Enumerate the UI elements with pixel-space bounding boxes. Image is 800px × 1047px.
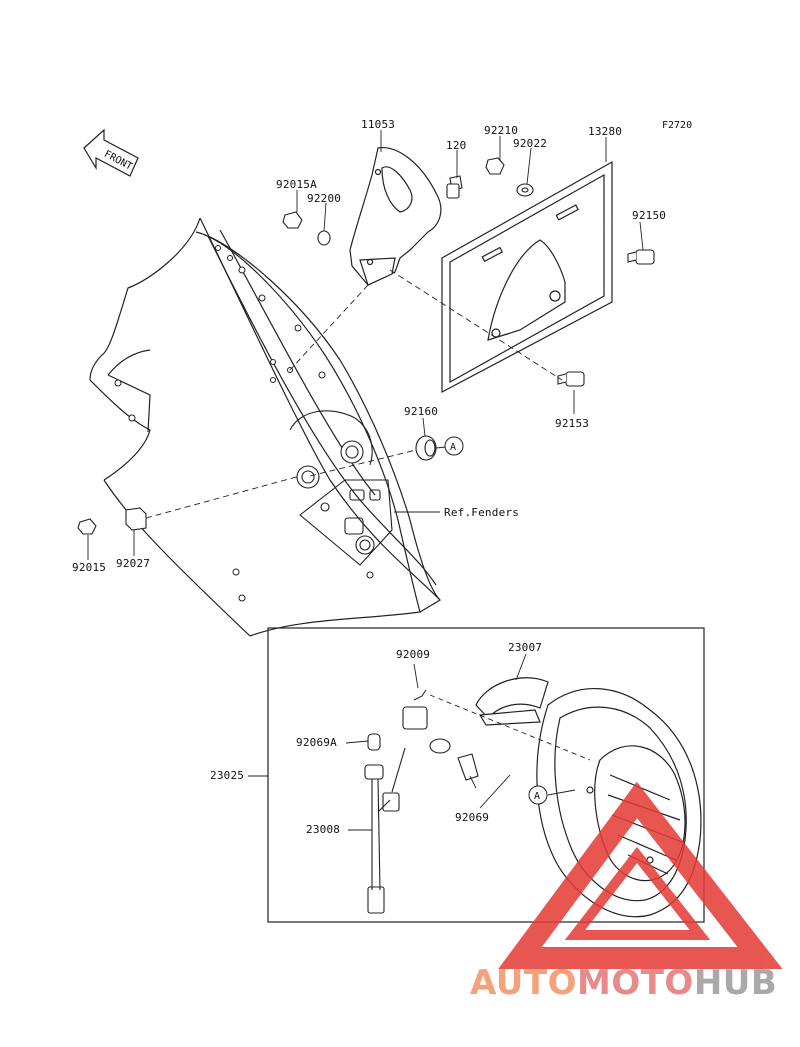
watermark-text-auto: AUTO xyxy=(470,963,577,1003)
leader-lines xyxy=(87,130,644,777)
part-label-23007: 23007 xyxy=(508,641,543,654)
front-arrow-icon: FRONT xyxy=(83,128,139,177)
part-label-92015A: 92015A xyxy=(276,178,317,191)
watermark-text-moto: MOTO xyxy=(576,963,694,1003)
part-label-92200: 92200 xyxy=(307,192,342,205)
part-label-120: 120 xyxy=(446,139,467,152)
fasteners xyxy=(77,157,655,535)
part-label-92210: 92210 xyxy=(484,124,519,137)
bracket-11053 xyxy=(349,147,442,286)
part-label-92009: 92009 xyxy=(396,648,431,661)
part-label-23025: 23025 xyxy=(210,769,245,782)
part-label-92015: 92015 xyxy=(72,561,107,574)
callout-a-top: A xyxy=(444,436,464,456)
figure-id: F2720 xyxy=(662,120,693,131)
part-label-23008: 23008 xyxy=(306,823,341,836)
part-label-92027: 92027 xyxy=(116,557,151,570)
watermark-text-hub: HUB xyxy=(693,963,778,1003)
ref-fenders-label: Ref.Fenders xyxy=(444,506,520,519)
part-label-92150: 92150 xyxy=(632,209,667,222)
part-label-92160: 92160 xyxy=(404,405,439,418)
rear-fender xyxy=(89,217,441,637)
part-label-92022: 92022 xyxy=(513,137,548,150)
part-label-92069: 92069 xyxy=(455,811,490,824)
fender-holes xyxy=(114,245,374,602)
bulb-socket-parts xyxy=(364,689,479,914)
inset-leader-lines xyxy=(345,653,591,831)
part-label-11053: 11053 xyxy=(361,118,396,131)
fender-mount-area xyxy=(289,410,393,566)
part-label-92153: 92153 xyxy=(555,417,590,430)
inset-box xyxy=(267,627,705,923)
callout-a-inset: A xyxy=(528,785,548,805)
svg-text:A: A xyxy=(450,442,456,453)
part-label-13280: 13280 xyxy=(588,125,623,138)
watermark-logo xyxy=(498,781,783,969)
part-label-92069A: 92069A xyxy=(296,736,337,749)
license-plate-13280 xyxy=(441,160,613,393)
watermark-text: AUTOMOTOHUB xyxy=(470,963,777,1003)
svg-text:A: A xyxy=(534,791,540,802)
